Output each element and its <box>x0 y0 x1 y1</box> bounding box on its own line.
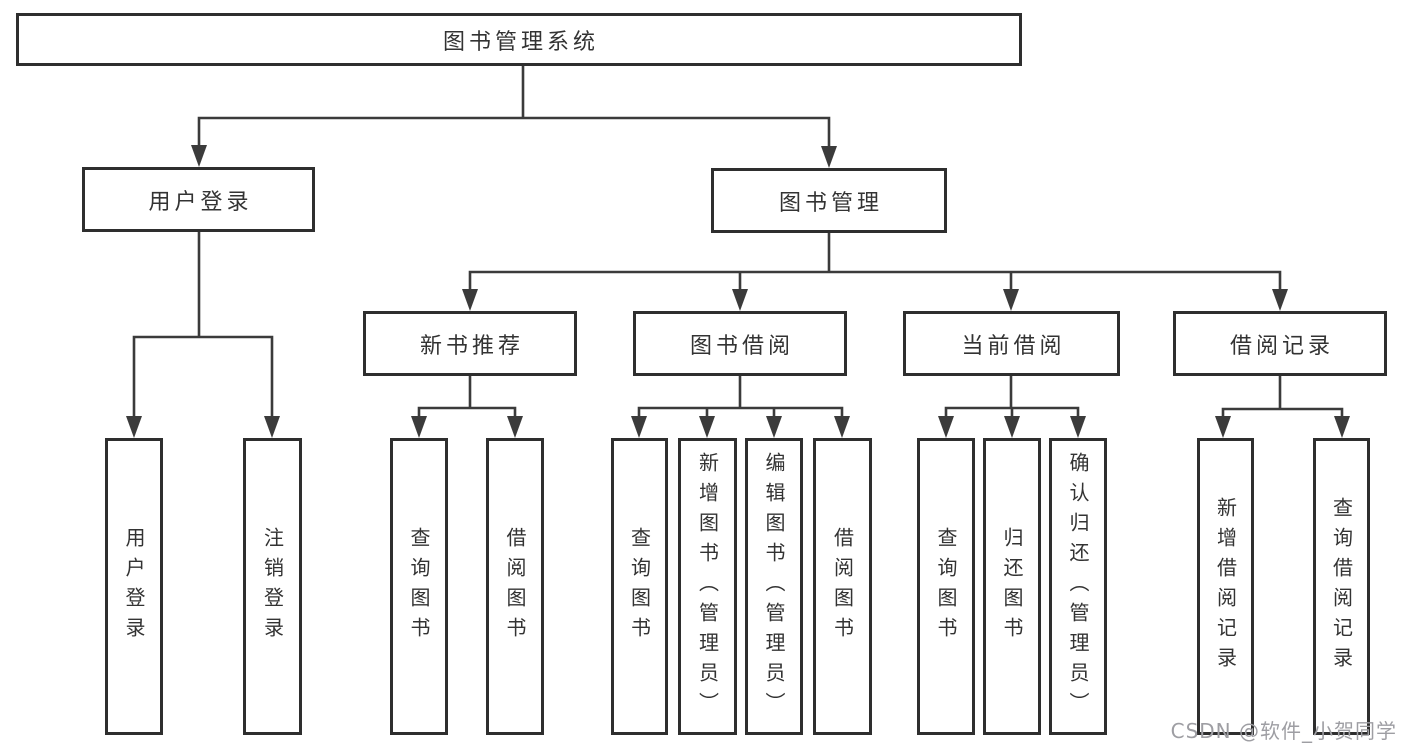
leaf-edit-books-admin: 编辑图书（管理员） <box>745 438 803 735</box>
leaf-query-books-borrow: 查询图书 <box>611 438 668 735</box>
node-book-management: 图书管理 <box>711 168 947 233</box>
node-user-login: 用户登录 <box>82 167 315 232</box>
leaf-add-borrow-record: 新增借阅记录 <box>1197 438 1254 735</box>
arrowheads <box>126 145 1350 438</box>
node-new-book-recommend: 新书推荐 <box>363 311 577 376</box>
node-root-system: 图书管理系统 <box>16 13 1022 66</box>
leaf-query-borrow-record: 查询借阅记录 <box>1313 438 1370 735</box>
leaf-query-books-current: 查询图书 <box>917 438 975 735</box>
node-borrow-records: 借阅记录 <box>1173 311 1387 376</box>
leaf-borrow-books-recommend: 借阅图书 <box>486 438 544 735</box>
leaf-add-books-admin: 新增图书（管理员） <box>678 438 737 735</box>
leaf-query-books-recommend: 查询图书 <box>390 438 448 735</box>
leaf-user-login: 用户登录 <box>105 438 163 735</box>
leaf-logout: 注销登录 <box>243 438 302 735</box>
node-current-borrow: 当前借阅 <box>903 311 1120 376</box>
leaf-confirm-return-admin: 确认归还（管理员） <box>1049 438 1107 735</box>
leaf-return-books: 归还图书 <box>983 438 1041 735</box>
leaf-borrow-books: 借阅图书 <box>813 438 872 735</box>
node-book-borrow: 图书借阅 <box>633 311 847 376</box>
watermark: CSDN @软件_小贺同学 <box>1170 719 1397 743</box>
